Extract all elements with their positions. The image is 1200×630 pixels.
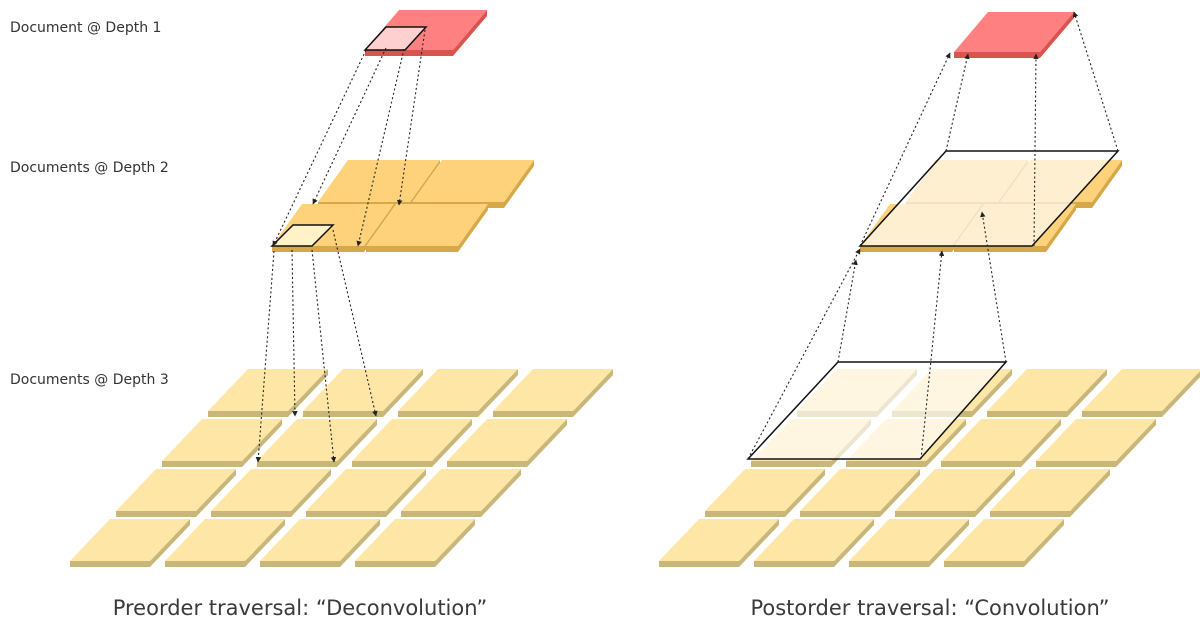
right-depth3-tile: [990, 469, 1110, 517]
right-arrow-d2-d1: [945, 53, 970, 152]
right-depth3-tile: [849, 519, 969, 567]
left-depth3-tile: [401, 469, 521, 517]
left-depth3-tile: [493, 369, 613, 417]
right-arrow-d3-d2: [980, 211, 1007, 363]
right-arrow-d2-d1: [859, 52, 951, 247]
right-depth3-tile: [754, 519, 874, 567]
left-depth2-tile: [366, 204, 488, 252]
right-arrow-d2-d1: [1072, 11, 1119, 152]
left-depth1-highlight: [363, 26, 428, 51]
left-depth3-tile: [355, 519, 475, 567]
right-depth1-tile: [954, 12, 1074, 58]
depth2-label: Documents @ Depth 2: [10, 160, 169, 176]
left-arrow-d1-d2: [312, 47, 387, 205]
right-arrow-d3-d2: [920, 250, 945, 460]
left-depth3-tile: [303, 369, 423, 417]
right-depth3-tile: [895, 469, 1015, 517]
right-arrow-d3-d2: [837, 259, 858, 363]
depth3-label: Documents @ Depth 3: [10, 372, 169, 388]
right-depth3-tile: [987, 369, 1107, 417]
left-depth3-tile: [162, 419, 282, 467]
right-depth3-tile: [800, 469, 920, 517]
right-depth3-tile: [1036, 419, 1156, 467]
right-depth3-tile: [941, 419, 1061, 467]
left-depth3-tile: [306, 469, 426, 517]
left-depth3-tile: [116, 469, 236, 517]
right-depth3-tile: [944, 519, 1064, 567]
left-arrow-d1-d2: [272, 49, 367, 247]
left-depth3-tile: [165, 519, 285, 567]
left-arrow-d2-d3: [255, 250, 275, 463]
left-depth3-tile: [257, 419, 377, 467]
tile-layers: [70, 10, 1200, 567]
postorder-caption: Postorder traversal: “Convolution”: [750, 596, 1110, 620]
right-depth3-tile: [705, 469, 825, 517]
depth1-label: Document @ Depth 1: [10, 20, 162, 36]
left-depth3-tile: [211, 469, 331, 517]
left-arrow-d2-d3: [291, 249, 298, 417]
left-depth3-tile: [70, 519, 190, 567]
traversal-arrows: [255, 11, 1119, 463]
left-depth3-tile: [447, 419, 567, 467]
left-depth3-tile: [398, 369, 518, 417]
left-arrow-d2-d3: [332, 229, 378, 417]
right-arrow-d3-d2: [747, 248, 861, 460]
left-depth3-tile: [260, 519, 380, 567]
right-depth3-tile: [1082, 369, 1200, 417]
left-depth3-tile: [352, 419, 472, 467]
left-depth2-highlight: [270, 224, 335, 247]
left-depth3-tile: [208, 369, 328, 417]
preorder-caption: Preorder traversal: “Deconvolution”: [112, 596, 488, 620]
highlight-boxes: [270, 26, 1120, 460]
right-arrow-d2-d1: [1033, 53, 1039, 247]
right-depth3-tile: [659, 519, 779, 567]
